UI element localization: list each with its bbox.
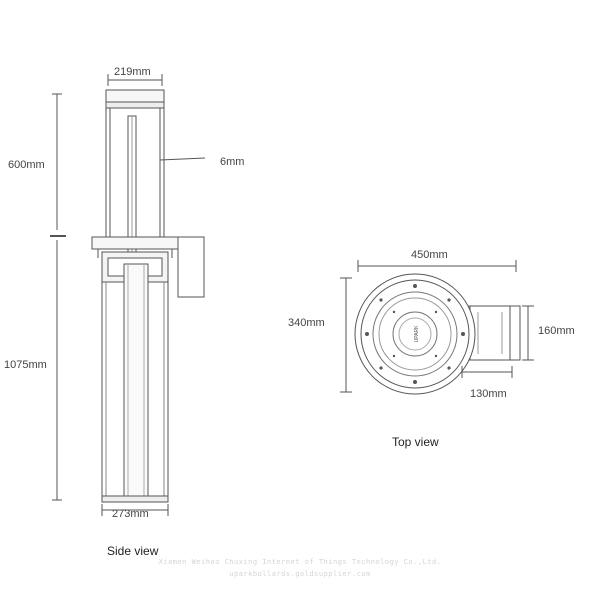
label-wall: 6mm (220, 156, 244, 168)
dim-bottom-width (101, 504, 169, 516)
top-view (340, 260, 534, 395)
dim-upper-height (50, 93, 66, 237)
label-box-width: 130mm (470, 388, 507, 400)
side-view-caption: Side view (107, 544, 159, 558)
label-top-width: 219mm (114, 66, 151, 78)
dim-top-view-height (340, 277, 352, 393)
watermark-company: Xiamen Weihao Chuxing Internet of Things… (159, 558, 442, 566)
label-lower-height: 1075mm (4, 359, 47, 371)
label-box-height: 160mm (538, 325, 575, 337)
side-view (50, 74, 206, 516)
dim-lower-height (52, 240, 62, 501)
dim-top-width (107, 74, 163, 86)
upper-post (105, 89, 165, 297)
bolt-holes (365, 284, 465, 384)
label-top-view-width: 450mm (411, 249, 448, 261)
watermark-url: uparkbollards.goldsupplier.com (229, 570, 370, 578)
label-upper-height: 600mm (8, 159, 45, 171)
dim-box-height (522, 305, 534, 361)
base-plate (354, 273, 476, 395)
dim-box-width (461, 366, 513, 378)
top-view-caption: Top view (392, 435, 439, 449)
brand-logo: UPARK (414, 325, 420, 343)
flange (91, 236, 205, 298)
label-bottom-width: 273mm (112, 508, 149, 520)
lower-housing (101, 251, 169, 503)
wall-leader (159, 157, 206, 161)
label-top-view-height: 340mm (288, 317, 325, 329)
dim-top-view-width (357, 260, 517, 272)
